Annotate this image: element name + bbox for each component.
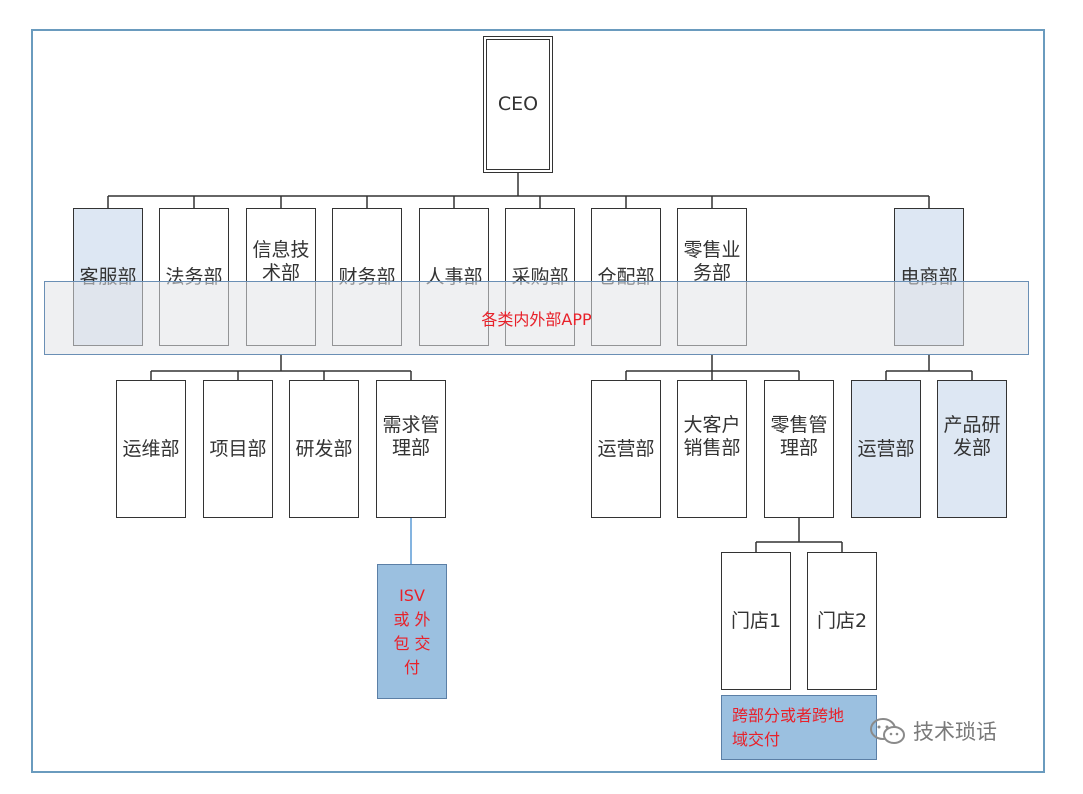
subdept-label: 运维部 xyxy=(122,437,180,460)
store-2: 门店2 xyxy=(807,552,877,690)
subdept-key-accounts: 大客户销售部 xyxy=(677,380,747,518)
watermark: 技术琐话 xyxy=(869,716,997,746)
dept-label: 零售业务部 xyxy=(683,239,741,284)
subdept-rd: 研发部 xyxy=(289,380,359,518)
isv-note-label: ISV 或 外包 交付 xyxy=(393,585,431,677)
cross-region-note: 跨部分或者跨地域交付 xyxy=(721,695,877,760)
subdept-label: 大客户销售部 xyxy=(683,414,741,459)
subdept-label: 运营部 xyxy=(857,437,915,460)
subdept-retail-management: 零售管理部 xyxy=(764,380,834,518)
wechat-icon xyxy=(870,718,905,744)
app-strip: 各类内外部APP xyxy=(44,281,1029,355)
store-label: 门店2 xyxy=(816,609,868,632)
dept-label: 信息技术部 xyxy=(252,239,310,284)
subdept-ops: 运维部 xyxy=(116,380,186,518)
ceo-box: CEO xyxy=(483,36,553,173)
subdept-ecom-operations: 运营部 xyxy=(851,380,921,518)
diagram-frame xyxy=(31,29,1045,773)
subdept-label: 零售管理部 xyxy=(770,414,828,459)
watermark-label: 技术琐话 xyxy=(913,720,997,744)
store-label: 门店1 xyxy=(730,609,782,632)
store-1: 门店1 xyxy=(721,552,791,690)
subdept-requirements: 需求管理部 xyxy=(376,380,446,518)
subdept-label: 运营部 xyxy=(597,437,655,460)
subdept-retail-operations: 运营部 xyxy=(591,380,661,518)
subdept-project: 项目部 xyxy=(203,380,273,518)
cross-region-note-label: 跨部分或者跨地域交付 xyxy=(732,706,845,749)
subdept-label: 需求管理部 xyxy=(382,414,440,459)
app-strip-label: 各类内外部APP xyxy=(481,310,592,329)
ceo-label: CEO xyxy=(497,93,539,115)
isv-note: ISV 或 外包 交付 xyxy=(377,564,447,699)
subdept-label: 产品研发部 xyxy=(943,414,1001,459)
subdept-label: 研发部 xyxy=(295,437,353,460)
subdept-product-rd: 产品研发部 xyxy=(937,380,1007,518)
subdept-label: 项目部 xyxy=(209,437,267,460)
